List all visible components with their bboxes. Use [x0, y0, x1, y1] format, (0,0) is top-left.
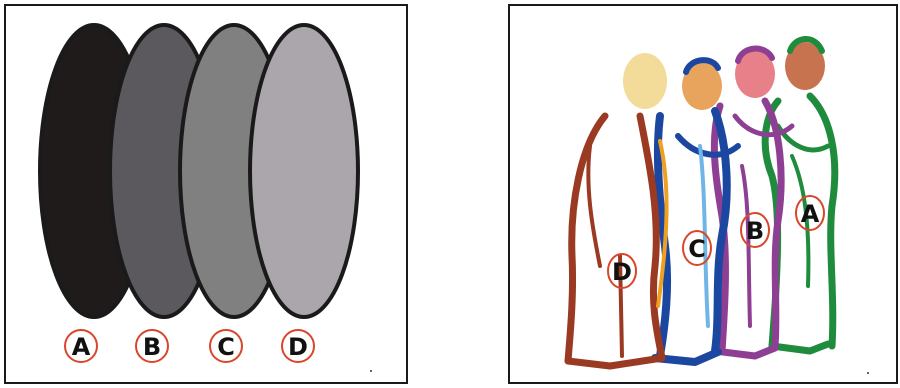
ellipse-d: [250, 25, 358, 317]
label-d-badge: D: [282, 330, 314, 362]
label-a-badge: A: [65, 330, 97, 362]
label-b-badge: B: [136, 330, 168, 362]
label-a: A: [72, 333, 91, 361]
ellipses-panel: A B C D: [4, 4, 408, 384]
label-a: A: [801, 200, 820, 228]
figures-panel: D C B A: [508, 4, 898, 384]
label-d: D: [612, 258, 632, 286]
label-b-badge: B: [741, 213, 769, 247]
label-c: C: [217, 333, 235, 361]
label-b: B: [143, 333, 161, 361]
figures-illustration: D C B A: [510, 6, 896, 382]
corner-dot: [370, 370, 372, 372]
label-c-badge: C: [210, 330, 242, 362]
figure-d: [568, 116, 662, 366]
ellipses-illustration: A B C D: [6, 6, 406, 382]
label-c: C: [688, 235, 706, 263]
label-d: D: [288, 333, 308, 361]
corner-dot: [867, 372, 869, 374]
label-d-badge: D: [608, 254, 636, 288]
label-a-badge: A: [796, 196, 824, 230]
label-b: B: [746, 217, 764, 245]
head-d: [623, 53, 667, 109]
